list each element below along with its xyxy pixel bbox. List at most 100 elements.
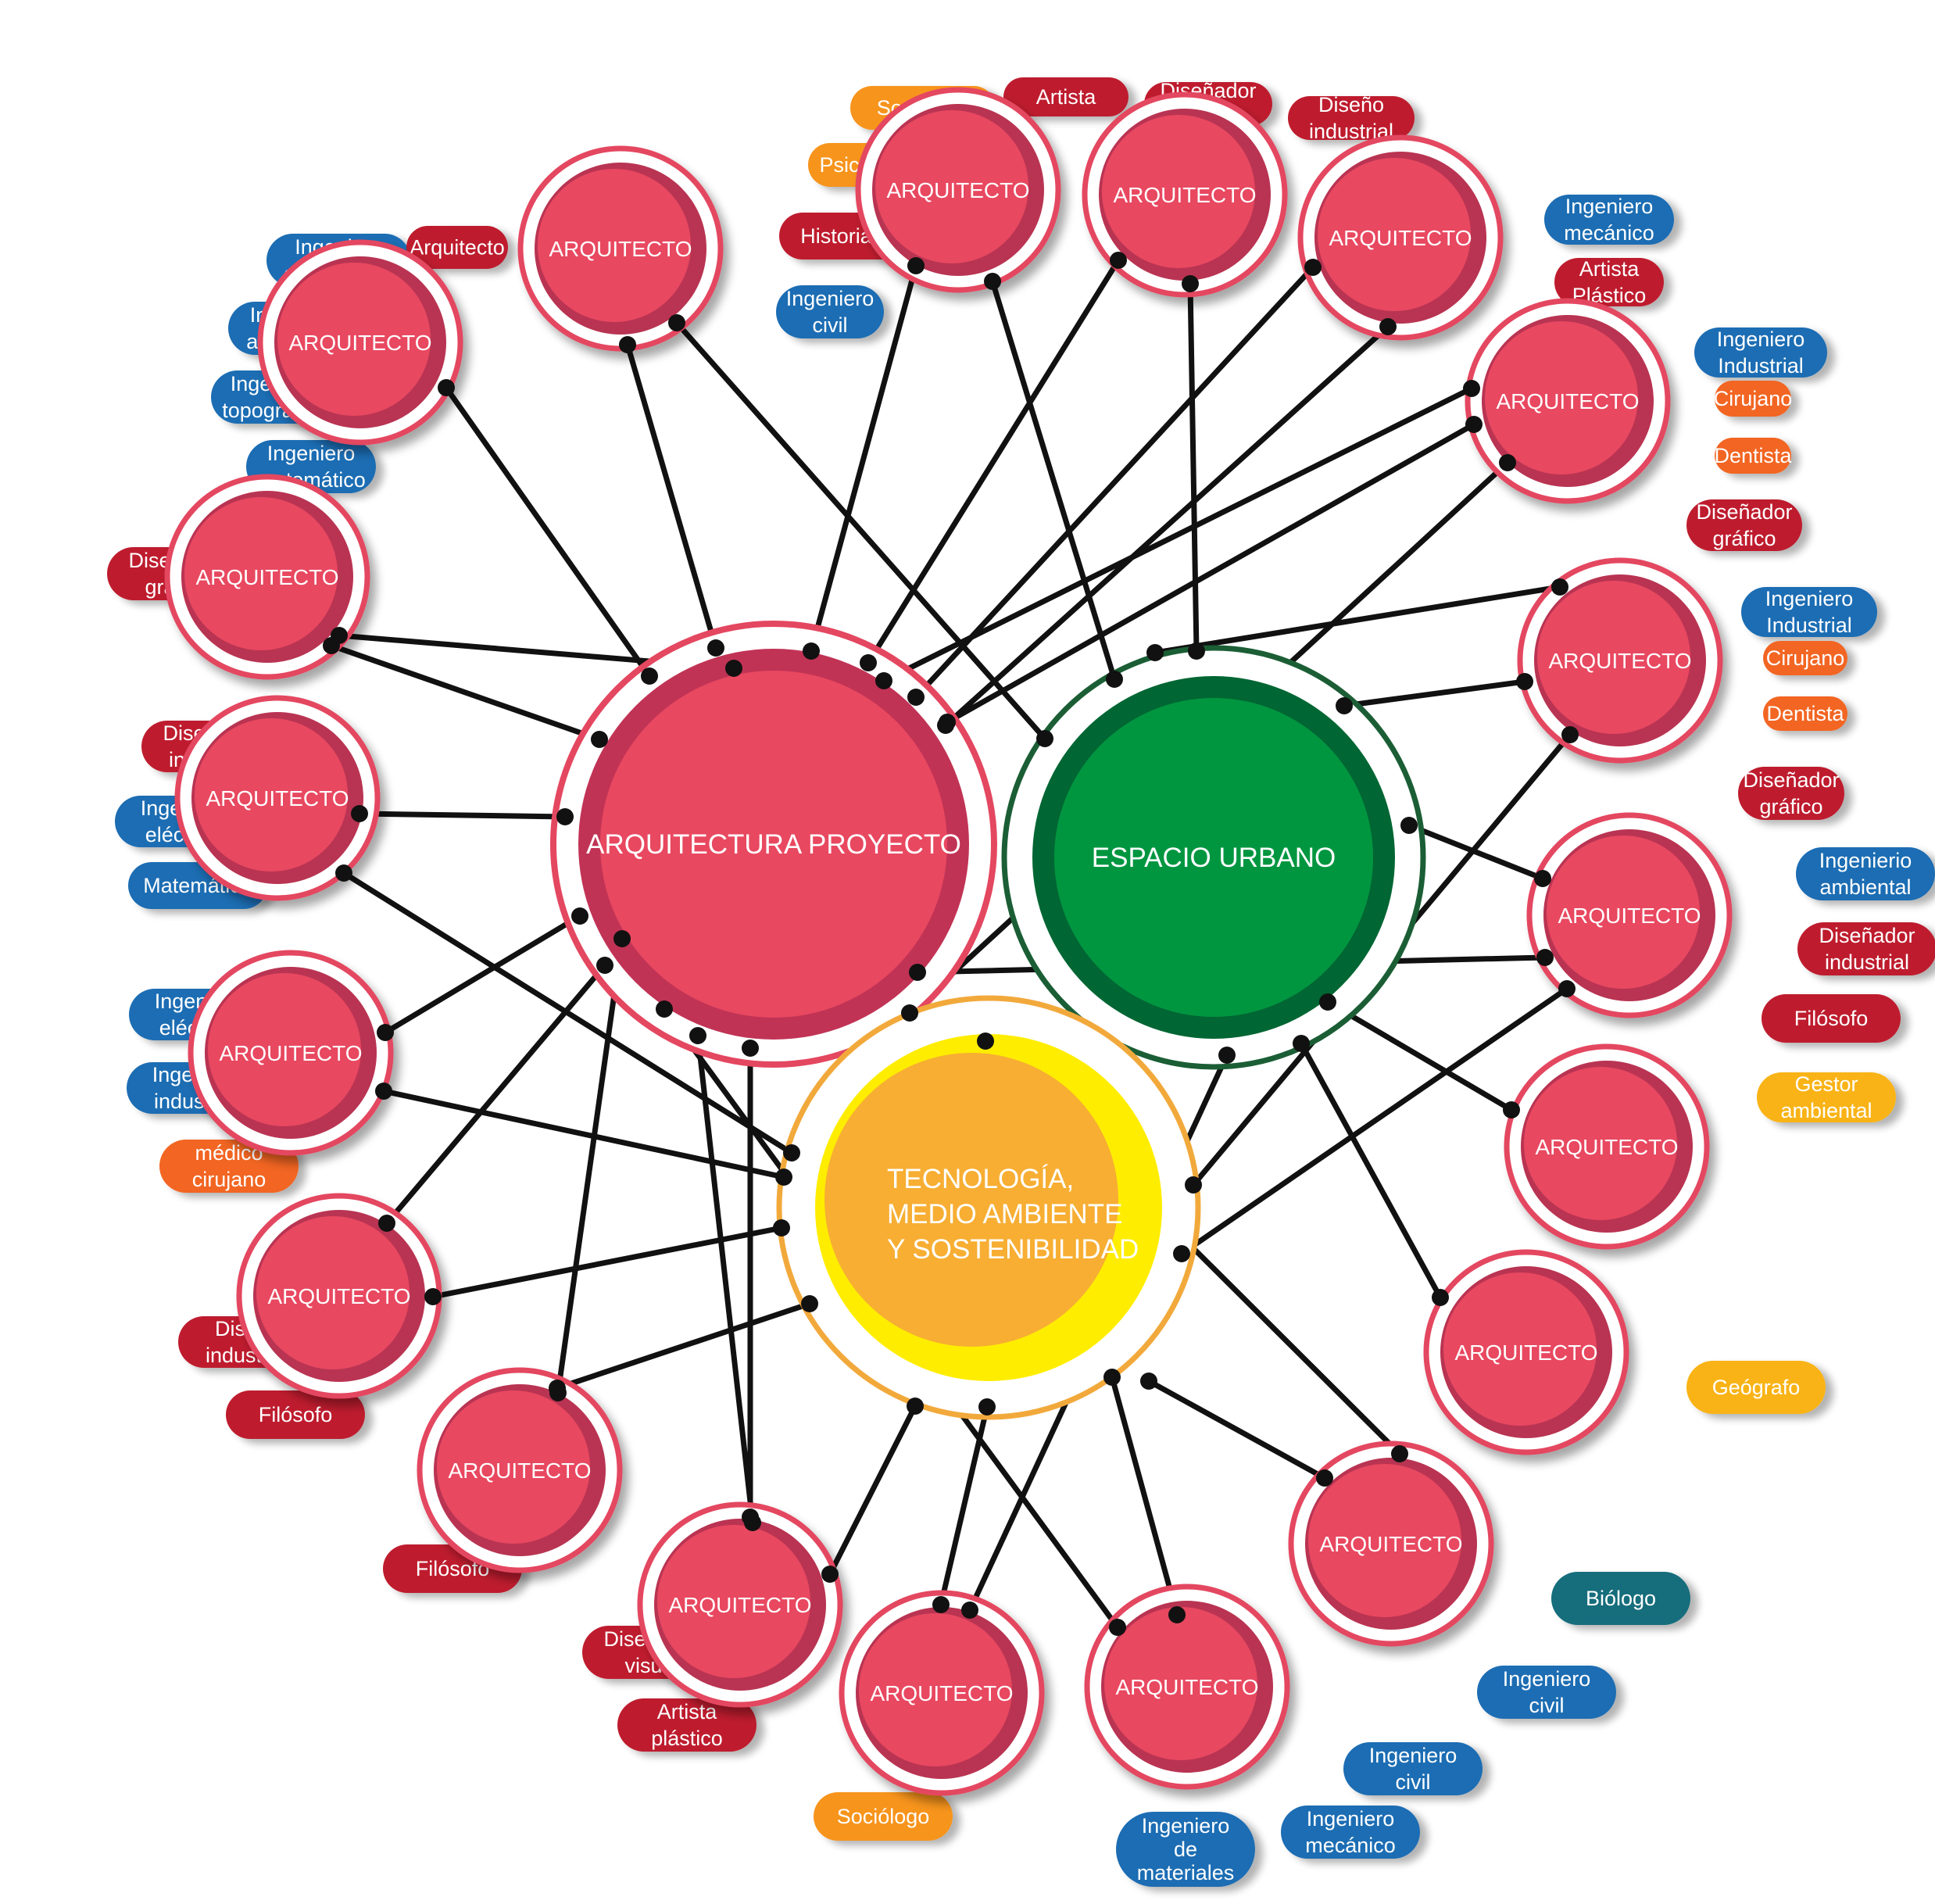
connection-line	[944, 421, 1477, 725]
connection-dot	[801, 1295, 818, 1312]
connection-dot	[1432, 1289, 1449, 1306]
hub-espacio-urbano[interactable]: ESPACIO URBANO	[1001, 645, 1426, 1070]
connection-dot	[1400, 817, 1418, 834]
connection-dot	[1185, 1176, 1202, 1194]
architect-node[interactable]: DiseñadorvisualArtistaplásticoARQUITECTO	[582, 1501, 843, 1752]
architect-node[interactable]: IngenierocartográficoArquitectoIngeniero…	[211, 226, 508, 493]
hub-core	[1054, 698, 1373, 1017]
node-label: ARQUITECTO	[219, 1041, 362, 1065]
connection-line	[1298, 1040, 1443, 1301]
node-core	[184, 497, 338, 650]
architect-node[interactable]: DiseñoindustrialFilósofoARQUITECTO	[178, 1193, 442, 1439]
connection-dot	[1168, 1606, 1186, 1623]
node-label: ARQUITECTO	[870, 1681, 1013, 1705]
connection-line	[881, 385, 1475, 684]
connection-dot	[1103, 1369, 1121, 1386]
node-core	[1537, 581, 1690, 734]
connection-dot	[1503, 1101, 1520, 1118]
tag-label: Biólogo	[1586, 1587, 1656, 1610]
hub-core	[600, 671, 947, 1018]
node-core	[1318, 158, 1471, 311]
connection-line	[1325, 999, 1515, 1113]
connection-dot	[1110, 252, 1127, 269]
tag-label: Dentista	[1766, 702, 1844, 725]
tag-pill	[1763, 696, 1847, 731]
connection-dot	[1036, 730, 1053, 747]
connection-line	[1341, 678, 1528, 709]
node-label: ARQUITECTO	[549, 237, 692, 261]
architect-node[interactable]: SociólogoPsicólogoArtistaARQUITECTO	[808, 77, 1128, 293]
connection-dot	[1336, 697, 1353, 714]
node-label: ARQUITECTO	[1558, 904, 1701, 928]
node-core	[1102, 115, 1255, 268]
hub-arquitectura-proyecto[interactable]: ARQUITECTURA PROYECTO	[550, 621, 997, 1068]
connection-dot	[1561, 726, 1579, 743]
connection-dot	[1182, 275, 1199, 292]
connection-line	[913, 264, 1316, 700]
connection-line	[384, 962, 608, 1226]
connection-dot	[335, 864, 352, 882]
connection-dot	[1319, 993, 1336, 1011]
architect-node[interactable]: IngenieroeléctricoIngenieroindustrialméd…	[127, 950, 394, 1193]
discipline-tag-geografo: Geógrafo	[1686, 1361, 1826, 1414]
node-core	[1443, 1272, 1597, 1426]
connection-line	[554, 1301, 813, 1391]
tag-pill	[1741, 587, 1877, 637]
connection-dot	[323, 637, 340, 654]
discipline-tag-filosofo: Filósofo	[1762, 994, 1901, 1043]
discipline-tag-filosofo: Filósofo	[383, 1544, 522, 1593]
node-label: ARQUITECTO	[1535, 1135, 1678, 1159]
connection-dot	[909, 964, 926, 981]
connection-dot	[1391, 1445, 1408, 1462]
connection-dot	[907, 257, 925, 274]
connection-dot	[742, 1040, 759, 1057]
tag-pill	[1003, 77, 1128, 116]
discipline-tag-artista: Artista	[1003, 77, 1128, 116]
connection-line	[555, 936, 625, 1396]
discipline-tag-cirujano: Cirujano	[1714, 381, 1792, 417]
connection-line	[1187, 281, 1200, 654]
node-label: ARQUITECTO	[1496, 389, 1639, 413]
connection-dot	[984, 273, 1001, 290]
architect-node[interactable]: DiseñadorgráficoDiseñoindustrialARQUITEC…	[1082, 79, 1415, 298]
hub-core	[824, 1053, 1118, 1347]
connection-dot	[901, 1004, 918, 1022]
connection-dot	[1106, 671, 1123, 688]
connection-dot	[803, 642, 820, 660]
connection-dot	[961, 1602, 978, 1619]
tag-pill	[1343, 1742, 1483, 1795]
architect-node[interactable]: DiseñadorindustrialIngenieroeléctricoMat…	[115, 695, 381, 909]
tag-label: Arquitecto	[410, 236, 505, 259]
discipline-tag-dentista: Dentista	[1714, 438, 1793, 474]
connection-dot	[1516, 673, 1533, 690]
connection-dot	[860, 654, 877, 671]
tag-label: Filósofo	[1794, 1007, 1869, 1030]
connection-dot	[1499, 454, 1516, 471]
connection-line	[328, 642, 603, 743]
tag-pill	[814, 1792, 953, 1841]
connection-line	[1179, 986, 1570, 1257]
